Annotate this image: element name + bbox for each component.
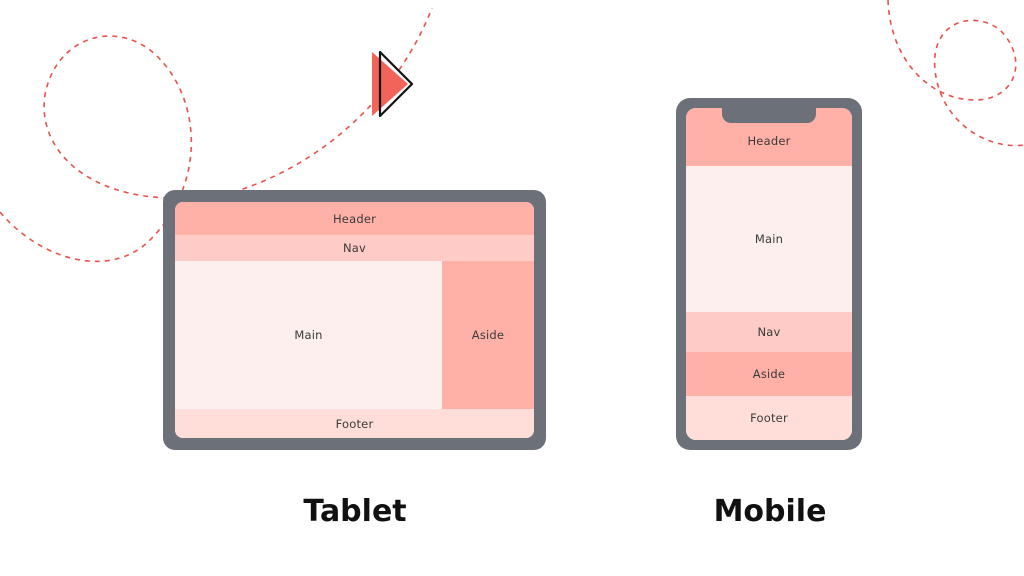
tablet-device: Header Nav Main Aside Footer (163, 190, 546, 450)
mobile-footer-label: Footer (750, 411, 788, 425)
mobile-notch (722, 108, 816, 123)
mobile-aside-label: Aside (752, 367, 786, 381)
mobile-nav-region: Nav (686, 312, 852, 352)
mobile-device: Header Main Nav Aside Footer (676, 98, 862, 450)
tablet-header-region: Header (175, 202, 534, 235)
play-icon (372, 50, 414, 118)
mobile-main-region: Main (686, 166, 852, 312)
mobile-caption: Mobile (713, 494, 827, 529)
dashed-loop-left (0, 7, 433, 263)
tablet-footer-region: Footer (175, 409, 534, 438)
tablet-nav-label: Nav (342, 241, 367, 255)
tablet-screen: Header Nav Main Aside Footer (175, 202, 534, 438)
tablet-footer-label: Footer (335, 416, 374, 431)
mobile-header-label: Header (747, 134, 791, 148)
tablet-aside-region: Aside (442, 261, 534, 409)
tablet-header-label: Header (332, 211, 377, 226)
tablet-main-label: Main (294, 328, 323, 342)
mobile-footer-region: Footer (686, 396, 852, 440)
tablet-nav-region: Nav (175, 235, 534, 261)
tablet-caption: Tablet (303, 494, 407, 529)
tablet-main-region: Main (175, 261, 442, 409)
dashed-loop-right (887, 0, 1024, 147)
mobile-aside-region: Aside (686, 352, 852, 396)
tablet-aside-label: Aside (471, 328, 505, 342)
mobile-screen: Header Main Nav Aside Footer (686, 108, 852, 440)
mobile-main-label: Main (754, 232, 784, 246)
mobile-nav-label: Nav (757, 325, 781, 339)
